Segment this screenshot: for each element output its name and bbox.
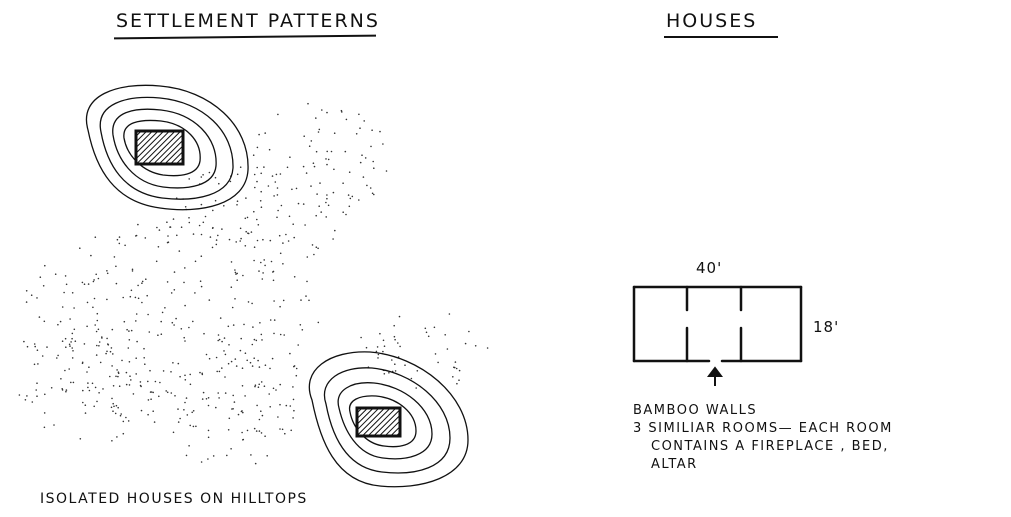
settlement-patterns-title: SETTLEMENT PATTERNS [116,10,380,32]
entry-arrow-icon [707,366,723,386]
house-width-dimension: 40' [696,259,723,277]
upper-hill [85,84,249,211]
house-note-line: CONTAINS A FIREPLACE , BED, [651,439,889,454]
lower-hill-contour-1 [308,351,469,488]
lower-house [355,406,402,438]
settlement-caption: ISOLATED HOUSES ON HILLTOPS [40,491,308,507]
upper-hill-contour-1 [85,84,249,211]
lower-hill-contour-2 [323,367,451,474]
upper-hill-contour-3 [112,108,217,189]
lower-hill [308,351,469,488]
houses-title: HOUSES [666,10,758,32]
lower-hill-contour-4 [348,395,417,448]
house-note-line: 3 SIMILIAR ROOMS— EACH ROOM [633,421,893,436]
house-note-line: BAMBOO WALLS [633,403,758,418]
upper-hill-contour-4 [123,119,201,177]
lowland-terrain-stipple [18,102,489,465]
house-note-line: ALTAR [651,457,698,472]
upper-hill-contour-2 [99,96,234,200]
upper-house [134,129,185,166]
house-floor-plan [632,285,803,363]
house-height-dimension: 18' [813,318,840,336]
houses-title-underline [664,36,778,38]
lower-hill-contour-3 [337,382,433,460]
